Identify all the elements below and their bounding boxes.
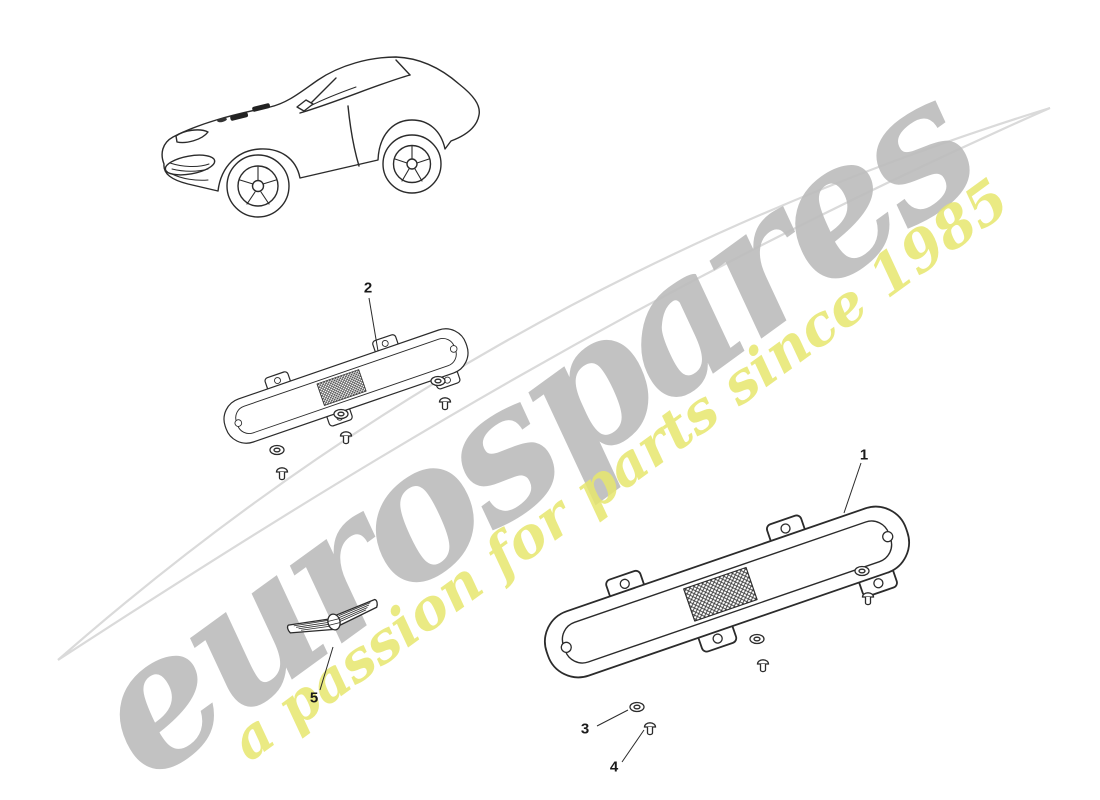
- hood-emblem: [217, 117, 227, 123]
- callout-5: 5: [309, 689, 319, 707]
- beltline: [299, 74, 411, 114]
- side-mirror: [296, 99, 314, 112]
- hood-vent-left: [230, 112, 249, 121]
- fastener-rivet-4: [643, 722, 657, 736]
- dash-line: [309, 86, 357, 107]
- fastener-rivet: [861, 592, 875, 606]
- fastener-rivet: [275, 467, 289, 481]
- leader-lines: [319, 297, 862, 763]
- grille-panel-1: [530, 481, 924, 703]
- callout-3: 3: [580, 720, 590, 738]
- wings-badge: [286, 598, 378, 634]
- callout-4: 4: [609, 758, 619, 776]
- door-seam: [347, 105, 360, 167]
- fastener-rivet: [438, 397, 452, 411]
- headlight: [175, 129, 209, 144]
- grille-slats: [169, 162, 210, 172]
- callout-2: 2: [363, 279, 373, 297]
- rear-wheel: [382, 134, 442, 194]
- fastener-grommet: [854, 565, 870, 577]
- callout-1: 1: [859, 446, 869, 464]
- car-illustration: [161, 56, 480, 218]
- leader-1: [843, 462, 862, 514]
- fastener-grommet: [269, 444, 285, 456]
- front-intake: [171, 173, 209, 181]
- fastener-rivet: [756, 659, 770, 673]
- fastener-grommet: [430, 375, 446, 387]
- front-wheel: [226, 154, 290, 218]
- quarter-pillar: [395, 59, 411, 76]
- leader-2: [368, 297, 379, 352]
- leader-4: [621, 729, 645, 763]
- leader-3: [596, 709, 629, 727]
- leader-5: [319, 646, 334, 691]
- front-grille: [164, 154, 216, 176]
- fastener-grommet: [333, 408, 349, 420]
- hood-vent-right: [252, 103, 271, 112]
- fastener-grommet-3: [629, 701, 645, 713]
- swoosh-curve: [57, 106, 1051, 661]
- fastener-grommet: [749, 633, 765, 645]
- fastener-rivet: [339, 431, 353, 445]
